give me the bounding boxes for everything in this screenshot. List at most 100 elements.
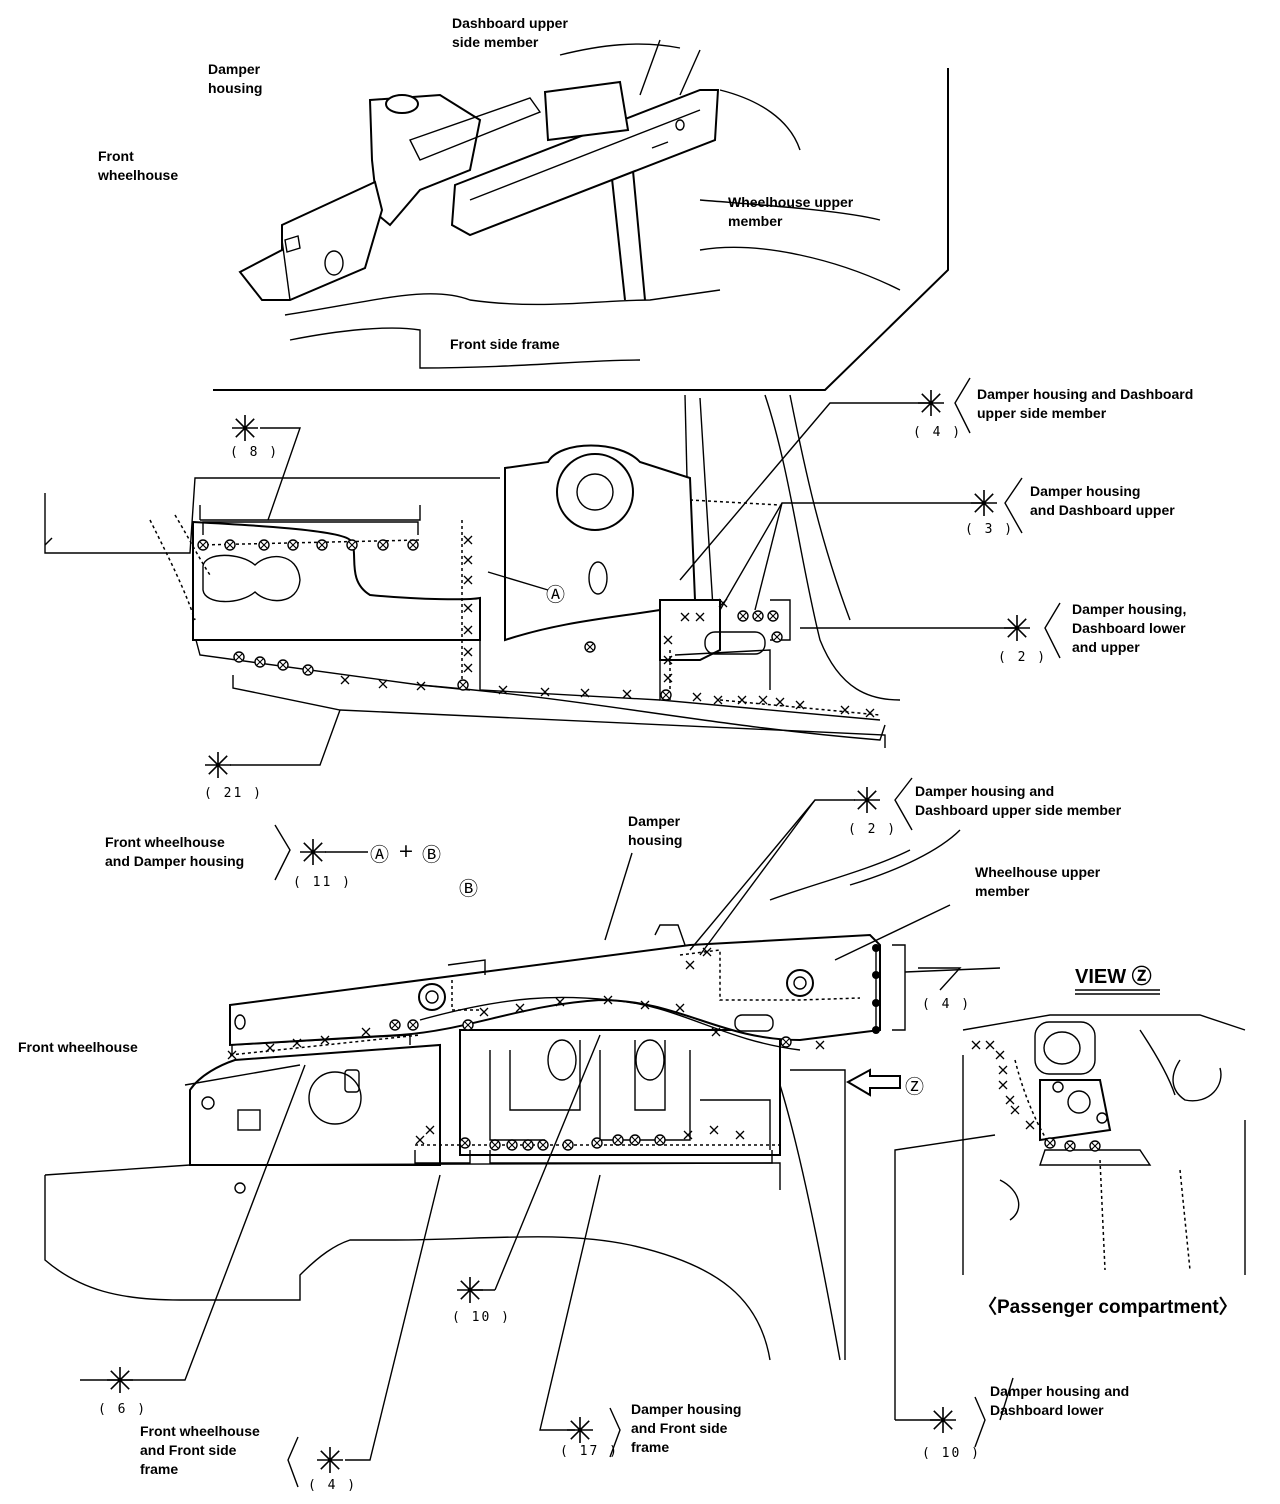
weld-x-mark: [692, 692, 702, 702]
spot-weld-cross: [769, 612, 777, 620]
damper-housing-lower-label: Damper housing: [628, 813, 683, 848]
spot-weld-cross: [1066, 1142, 1074, 1150]
weld-x-mark: [580, 688, 590, 698]
weld-x-mark: [416, 681, 426, 691]
callout-damper-dashboard-upper-label: Damper housing and Dashboard upper: [1030, 483, 1175, 518]
front-wheelhouse-side-frame-label: Front wheelhouse and Front side frame: [140, 1423, 260, 1477]
spot-weld-cross: [754, 612, 762, 620]
weld-x-mark: [463, 625, 473, 635]
middle-side-view: [44, 377, 1061, 766]
spot-weld-cross: [235, 653, 243, 661]
damper-front-side-frame-label: Damper housing and Front side frame: [631, 1401, 742, 1455]
weld-x-mark: [840, 705, 850, 715]
weld-x-mark: [815, 1040, 825, 1050]
weld-callout-symbol: [918, 390, 944, 416]
weld-x-mark: [758, 695, 768, 705]
weld-x-mark: [603, 995, 613, 1005]
weld-x-mark: [1010, 1105, 1020, 1115]
spot-weld-cross: [1046, 1139, 1054, 1147]
weld-x-mark: [622, 689, 632, 699]
lower-main-view: [44, 777, 1014, 1488]
spot-weld-cross: [348, 541, 356, 549]
weld-callout-symbol: [457, 1277, 483, 1303]
callout-damper-dashboard-upper-count: ( 3 ): [965, 522, 1015, 537]
damper-dashboard-upper-side-lower-label: Damper housing and Dashboard upper side …: [915, 783, 1122, 818]
weld-x-mark: [498, 685, 508, 695]
weld-x-mark: [1025, 1120, 1035, 1130]
view-z-title: VIEW Ⓩ: [1075, 966, 1152, 988]
spot-weld-cross: [593, 1139, 601, 1147]
spot-weld-cross: [662, 691, 670, 699]
marker-a-lower: Ⓐ: [370, 844, 390, 866]
weld-x-mark: [718, 598, 728, 608]
weld-x-mark: [711, 1027, 721, 1037]
weld-count-6: ( 6 ): [98, 1402, 148, 1417]
front-wheelhouse-label: Front wheelhouse: [98, 148, 179, 183]
spot-weld-cross: [379, 541, 387, 549]
marker-b-diagram: Ⓑ: [459, 878, 479, 900]
spot-weld-cross: [409, 1021, 417, 1029]
weld-count-4-bottom: ( 4 ): [308, 1478, 358, 1493]
dashboard-upper-side-member-label: Dashboard upper side member: [452, 15, 568, 50]
spot-weld-cross: [1091, 1142, 1099, 1150]
upper-perspective-view: [213, 39, 949, 391]
weld-x-mark: [695, 612, 705, 622]
weld-count-4-right: ( 4 ): [922, 997, 972, 1012]
weld-x-mark: [663, 673, 673, 683]
spot-weld-cross: [409, 541, 417, 549]
spot-weld-cross: [260, 541, 268, 549]
weld-callout-symbol: [567, 1417, 593, 1443]
callout-damper-dashboard-upper-side-label: Damper housing and Dashboard upper side …: [977, 386, 1194, 421]
plus-sign: +: [398, 840, 414, 862]
weld-x-mark: [775, 697, 785, 707]
weld-x-mark: [515, 1003, 525, 1013]
spot-weld-cross: [539, 1141, 547, 1149]
weld-x-mark: [292, 1038, 302, 1048]
spot-weld-cross: [459, 681, 467, 689]
weld-x-mark: [463, 647, 473, 657]
weld-x-mark: [663, 635, 673, 645]
spot-weld-cross: [656, 1136, 664, 1144]
callout-damper-dashboard-lower-upper-count: ( 2 ): [998, 650, 1048, 665]
weld-callout-symbol: [107, 1367, 133, 1393]
weld-x-mark: [998, 1080, 1008, 1090]
weld-x-mark: [361, 1027, 371, 1037]
weld-x-mark: [1005, 1095, 1015, 1105]
damper-housing-label: Damper housing: [208, 61, 263, 96]
spot-weld-cross: [508, 1141, 516, 1149]
wheelhouse-upper-member-label: Wheelhouse upper member: [728, 194, 854, 229]
spot-weld-cross: [782, 1038, 790, 1046]
weld-x-mark: [265, 1043, 275, 1053]
spot-weld-cross: [491, 1141, 499, 1149]
weld-count-10-lower: ( 10 ): [452, 1310, 511, 1325]
weld-x-mark: [709, 1125, 719, 1135]
spot-weld-cross: [256, 658, 264, 666]
spot-weld-cross: [739, 612, 747, 620]
weld-x-mark: [998, 1065, 1008, 1075]
spot-weld-cross: [614, 1136, 622, 1144]
damper-dashboard-lower-label: Damper housing and Dashboard lower: [990, 1383, 1130, 1418]
weld-count-17: ( 17 ): [560, 1444, 619, 1459]
spot-weld-cross: [524, 1141, 532, 1149]
marker-b-lower: Ⓑ: [422, 844, 442, 866]
weld-x-mark: [702, 947, 712, 957]
wheelhouse-upper-member-lower-label: Wheelhouse upper member: [975, 864, 1101, 899]
callout-damper-dashboard-upper-side-count: ( 4 ): [913, 425, 963, 440]
weld-x-mark: [680, 612, 690, 622]
weld-x-mark: [971, 1040, 981, 1050]
weld-x-mark: [378, 679, 388, 689]
spot-weld-cross: [631, 1136, 639, 1144]
spot-weld-cross: [464, 1021, 472, 1029]
weld-callout-symbol: [205, 752, 231, 778]
spot-weld-cross: [391, 1021, 399, 1029]
weld-callout-symbol: [232, 415, 258, 441]
weld-count-10-view-z: ( 10 ): [922, 1446, 981, 1461]
weld-callout-symbol: [317, 1447, 343, 1473]
weld-count-2-lower: ( 2 ): [848, 822, 898, 837]
weld-x-mark: [713, 695, 723, 705]
weld-x-mark: [663, 655, 673, 665]
weld-callout-symbol: [930, 1407, 956, 1433]
weld-x-mark: [425, 1125, 435, 1135]
weld-x-mark: [340, 675, 350, 685]
